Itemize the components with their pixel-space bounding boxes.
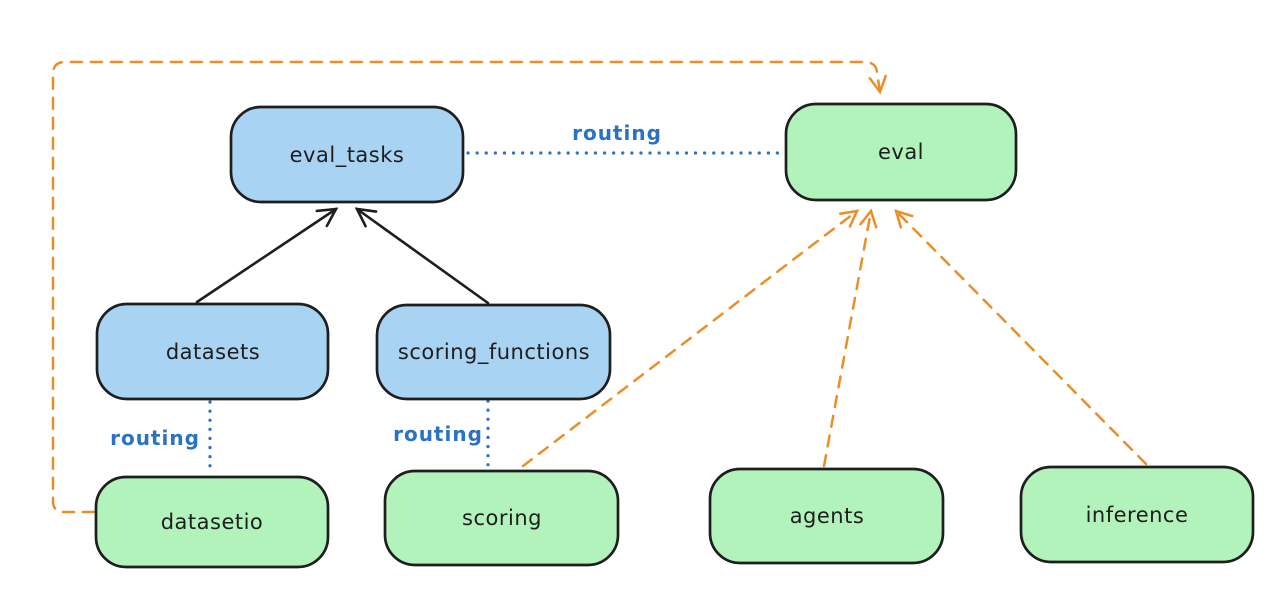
node-datasetio-label: datasetio bbox=[161, 510, 264, 534]
node-datasets-label: datasets bbox=[166, 340, 260, 364]
node-eval-tasks-box bbox=[229, 105, 465, 204]
routing-label-scoring: routing bbox=[393, 422, 483, 446]
edge-agents-to-eval bbox=[822, 208, 878, 468]
node-datasets-box bbox=[95, 302, 330, 401]
node-scoring-functions-label: scoring_functions bbox=[398, 340, 590, 365]
node-inference: inference bbox=[1019, 465, 1255, 564]
node-datasetio-box bbox=[94, 475, 330, 569]
node-scoring: scoring bbox=[383, 469, 620, 567]
routing-label-datasets: routing bbox=[110, 426, 200, 450]
edge-scoring-to-eval bbox=[521, 209, 860, 468]
routing-label-top: routing bbox=[572, 121, 662, 145]
node-agents-label: agents bbox=[790, 504, 865, 528]
node-scoring-box bbox=[383, 469, 620, 567]
edge-datasetio-to-eval bbox=[51, 60, 887, 514]
node-agents: agents bbox=[708, 467, 945, 565]
node-eval: eval bbox=[784, 102, 1018, 202]
node-scoring-functions: scoring_functions bbox=[375, 303, 612, 401]
node-datasets: datasets bbox=[95, 302, 330, 401]
edge-inference-to-eval bbox=[894, 209, 1148, 466]
node-eval-tasks-label: eval_tasks bbox=[290, 143, 405, 168]
node-eval-tasks: eval_tasks bbox=[229, 105, 465, 204]
node-eval-box bbox=[784, 102, 1018, 202]
node-scoring-functions-box bbox=[375, 303, 612, 401]
node-inference-label: inference bbox=[1086, 503, 1189, 527]
node-inference-box bbox=[1019, 465, 1255, 564]
node-datasetio: datasetio bbox=[94, 475, 330, 569]
node-eval-label: eval bbox=[878, 140, 924, 164]
node-scoring-label: scoring bbox=[462, 506, 542, 530]
edge-datasets-to-eval-tasks bbox=[195, 207, 339, 304]
node-agents-box bbox=[708, 467, 945, 565]
edge-scoring-functions-to-eval-tasks bbox=[354, 207, 490, 305]
